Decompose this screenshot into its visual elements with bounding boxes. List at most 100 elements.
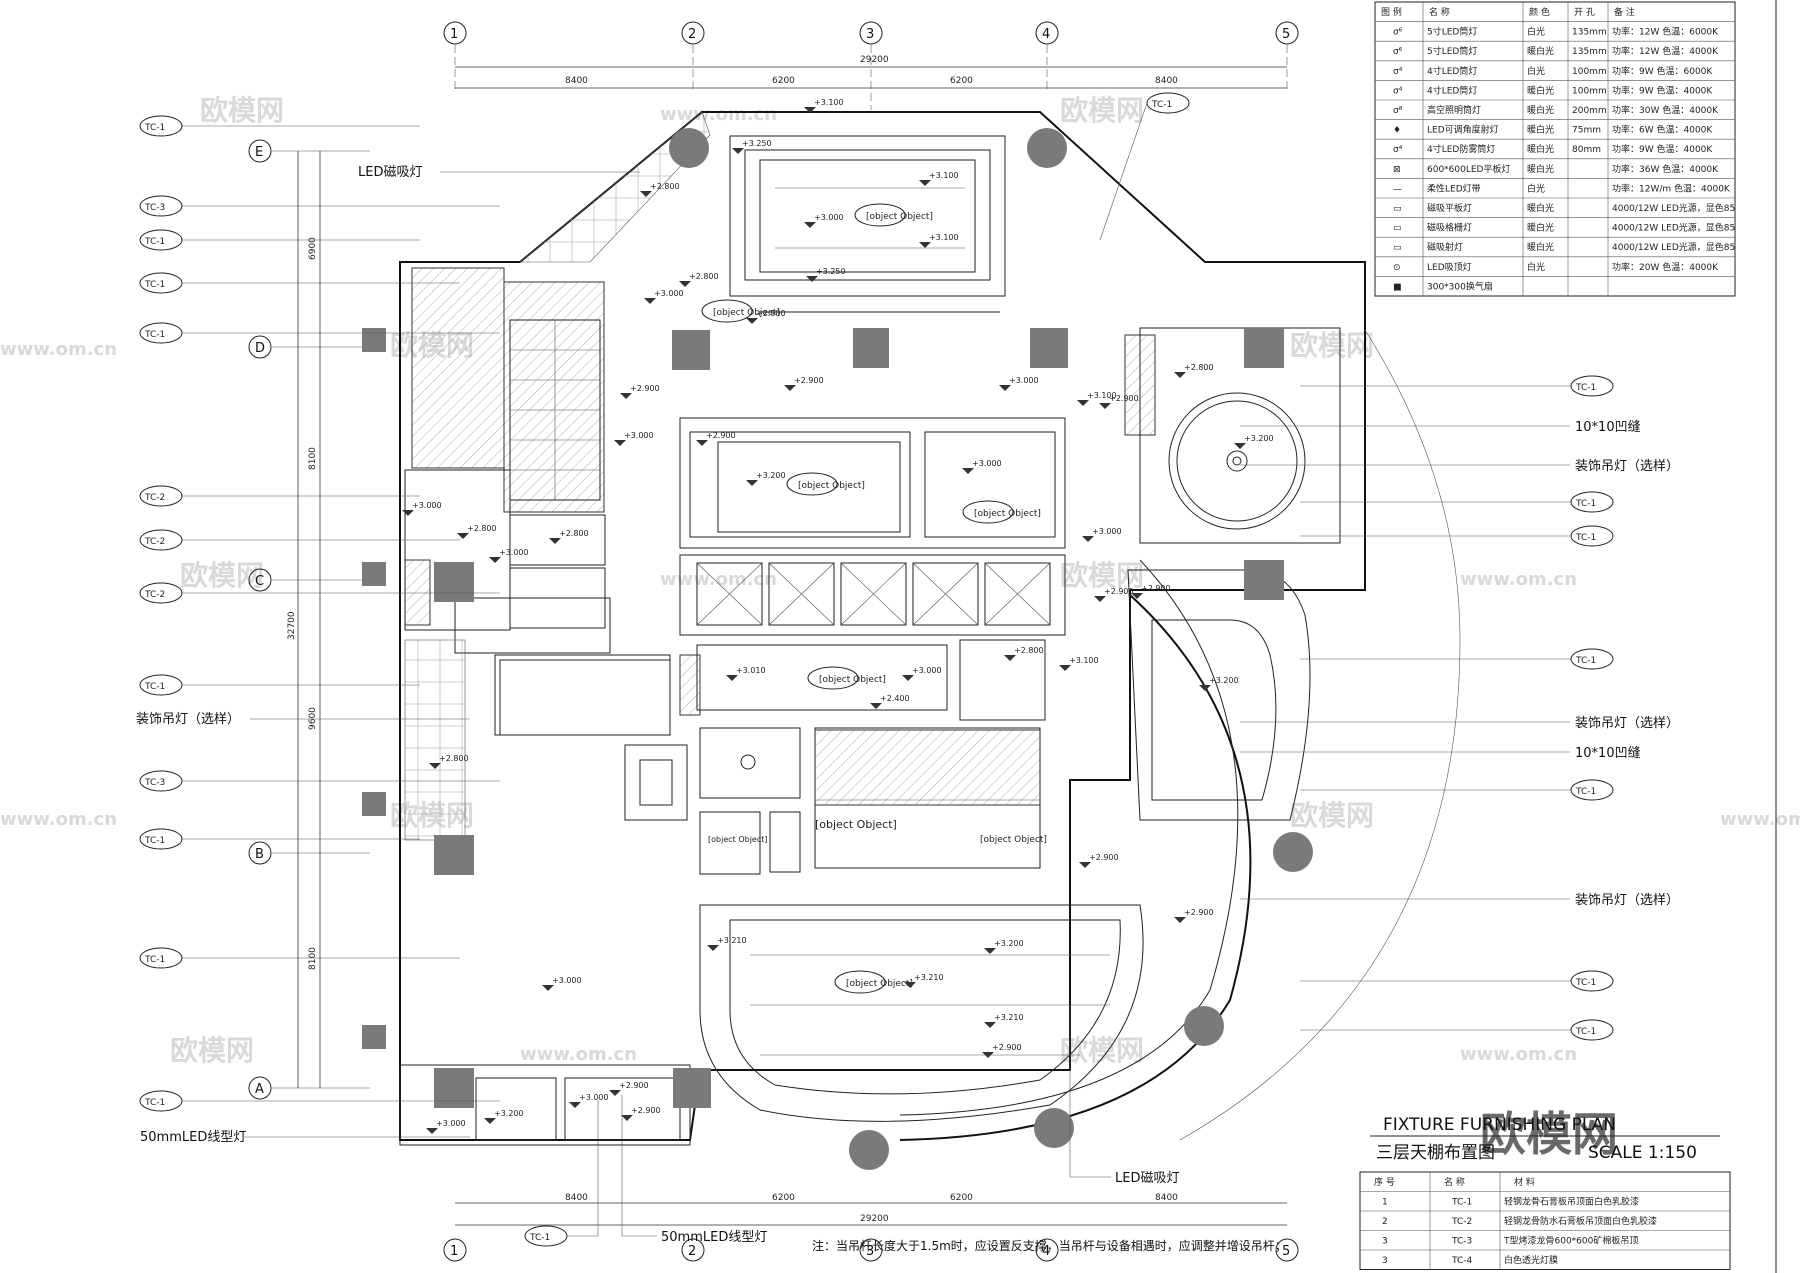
callout-label: TC-3 bbox=[144, 778, 165, 788]
height-marker-icon bbox=[489, 557, 501, 563]
legend-header: 备 注 bbox=[1614, 6, 1635, 18]
ceiling-height: +3.210 bbox=[994, 1013, 1024, 1022]
legend-symbol-icon: σ⁶ bbox=[1393, 47, 1403, 57]
height-marker-icon bbox=[804, 222, 816, 228]
legend-cell: 功率：6W 色温：4000K bbox=[1612, 124, 1713, 136]
ceiling-height: +3.200 bbox=[1209, 676, 1239, 685]
callout-label: TC-2 bbox=[144, 537, 165, 547]
materials-cell: TC-1 bbox=[1451, 1198, 1472, 1208]
dim-span: 6200 bbox=[950, 1193, 973, 1203]
callout-label: 10*10凹缝 bbox=[1575, 420, 1641, 435]
ceiling-height: +2.800 bbox=[689, 272, 719, 281]
callout-label: 装饰吊灯（选样） bbox=[1575, 459, 1679, 474]
legend-symbol-icon: σ⁴ bbox=[1393, 67, 1403, 77]
title-cn: 三层天棚布置图 bbox=[1376, 1143, 1495, 1163]
legend-cell: 功率：9W 色温：6000K bbox=[1612, 65, 1713, 77]
ceiling-height: +2.400 bbox=[880, 694, 910, 703]
height-marker-icon bbox=[1174, 917, 1186, 923]
ceiling-height: +2.900 bbox=[794, 376, 824, 385]
room-tag: [object Object] bbox=[713, 308, 780, 318]
dim-span: 8400 bbox=[565, 76, 588, 86]
dim-span: 8400 bbox=[1155, 1193, 1178, 1203]
watermark: 欧模网 bbox=[1060, 559, 1144, 592]
callout-label: 10*10凹缝 bbox=[1575, 746, 1641, 761]
non-scope-hatching bbox=[404, 267, 1156, 806]
axis-label-row: B bbox=[255, 847, 264, 862]
ceiling-height: +3.200 bbox=[494, 1109, 524, 1118]
height-marker-icon bbox=[1199, 685, 1211, 691]
callout-label: 50mmLED线型灯 bbox=[661, 1230, 767, 1245]
ceiling-height: +3.000 bbox=[412, 501, 442, 510]
structural-columns bbox=[362, 128, 1313, 1170]
height-marker-icon bbox=[614, 440, 626, 446]
legend-cell: 暖白光 bbox=[1527, 143, 1554, 155]
axis-label-col: 2 bbox=[688, 27, 696, 42]
central-ceiling bbox=[494, 417, 1066, 875]
watermark-layer: 欧模网 欧模网 欧模网 欧模网 欧模网 欧模网 欧模网 欧模网 欧模网 欧模网 … bbox=[0, 94, 1800, 1067]
legend-cell: LED吸顶灯 bbox=[1427, 262, 1472, 273]
materials-cell: TC-3 bbox=[1451, 1237, 1472, 1247]
height-marker-icon bbox=[732, 148, 744, 154]
legend-cell: 100mm bbox=[1572, 67, 1607, 77]
right-callouts: TC-1TC-110*10凹缝装饰吊灯（选样）TC-1TC-1TC-1装饰吊灯（… bbox=[1099, 92, 1679, 1041]
materials-cell: 2 bbox=[1382, 1217, 1388, 1227]
height-marker-icon bbox=[542, 985, 554, 991]
ceiling-height: +3.000 bbox=[1009, 376, 1039, 385]
height-marker-icon bbox=[402, 510, 414, 516]
height-marker-icon bbox=[1131, 593, 1143, 599]
height-marker-icon bbox=[904, 982, 916, 988]
callout-label: TC-1 bbox=[144, 123, 165, 133]
height-marker-icon bbox=[1077, 400, 1089, 406]
materials-cell: 轻钢龙骨石膏板吊顶面白色乳胶漆 bbox=[1504, 1196, 1639, 1208]
watermark: 欧模网 bbox=[1060, 94, 1144, 127]
materials-header: 序 号 bbox=[1374, 1176, 1395, 1188]
height-marker-icon bbox=[549, 538, 561, 544]
callout-label: TC-1 bbox=[144, 836, 165, 846]
ceiling-height: +2.900 bbox=[1109, 394, 1139, 403]
dim-span: 6200 bbox=[772, 1193, 795, 1203]
legend-cell: 200mm bbox=[1572, 106, 1607, 116]
legend-symbol-icon: ■ bbox=[1393, 282, 1402, 292]
height-marker-icon bbox=[621, 1115, 633, 1121]
legend-cell: 暖白光 bbox=[1527, 45, 1554, 57]
callout-label: TC-2 bbox=[144, 493, 165, 503]
legend-cell: LED可调角度射灯 bbox=[1427, 124, 1499, 136]
building-outline bbox=[399, 111, 1461, 1141]
legend-cell: 135mm bbox=[1572, 28, 1607, 38]
legend-cell: 4寸LED防雾筒灯 bbox=[1427, 143, 1495, 155]
ceiling-height: +2.900 bbox=[1089, 853, 1119, 862]
watermark: 欧模网 bbox=[170, 1034, 254, 1067]
legend-symbol-icon: σ⁴ bbox=[1393, 145, 1403, 155]
legend-cell: 600*600LED平板灯 bbox=[1427, 163, 1511, 175]
callout-label: TC-1 bbox=[1575, 533, 1596, 543]
callout-label: TC-2 bbox=[144, 590, 165, 600]
watermark: www.om.cn bbox=[1460, 1044, 1577, 1065]
ceiling-height: +2.800 bbox=[467, 524, 497, 533]
legend-cell: 4000/12W LED光源，显色85 bbox=[1612, 202, 1735, 214]
bottom-curved-ceiling bbox=[699, 904, 1144, 1122]
dim-total: 29200 bbox=[860, 55, 889, 65]
drawing-note: 注：当吊杆长度大于1.5m时，应设置反支撑，当吊杆与设备相遇时，应调整并增设吊杆… bbox=[812, 1238, 1287, 1253]
ceiling-height: +3.000 bbox=[1092, 527, 1122, 536]
callout-label: TC-1 bbox=[144, 330, 165, 340]
watermark: www.om.cn bbox=[520, 1044, 637, 1065]
bottom-dimension-chain: 8400 6200 6200 8400 29200 bbox=[455, 1193, 1287, 1226]
dim-span: 8100 bbox=[308, 447, 318, 470]
room-tag: [object Object] bbox=[974, 509, 1041, 519]
dim-span: 6200 bbox=[950, 76, 973, 86]
watermark: www.om.cn bbox=[660, 569, 777, 590]
room-tag: [object Object] bbox=[866, 212, 933, 222]
legend-cell: 暖白光 bbox=[1527, 241, 1554, 253]
ceiling-height: +3.000 bbox=[972, 459, 1002, 468]
height-marker-icon bbox=[902, 675, 914, 681]
materials-cell: TC-2 bbox=[1451, 1217, 1472, 1227]
callout-label: TC-1 bbox=[144, 280, 165, 290]
height-marker-icon bbox=[984, 1022, 996, 1028]
legend-symbol-icon: ▭ bbox=[1393, 224, 1402, 234]
legend-cell: 4寸LED筒灯 bbox=[1427, 84, 1477, 96]
callout-label: TC-1 bbox=[1575, 1027, 1596, 1037]
ceiling-height: +3.100 bbox=[929, 171, 959, 180]
height-marker-icon bbox=[804, 107, 816, 113]
